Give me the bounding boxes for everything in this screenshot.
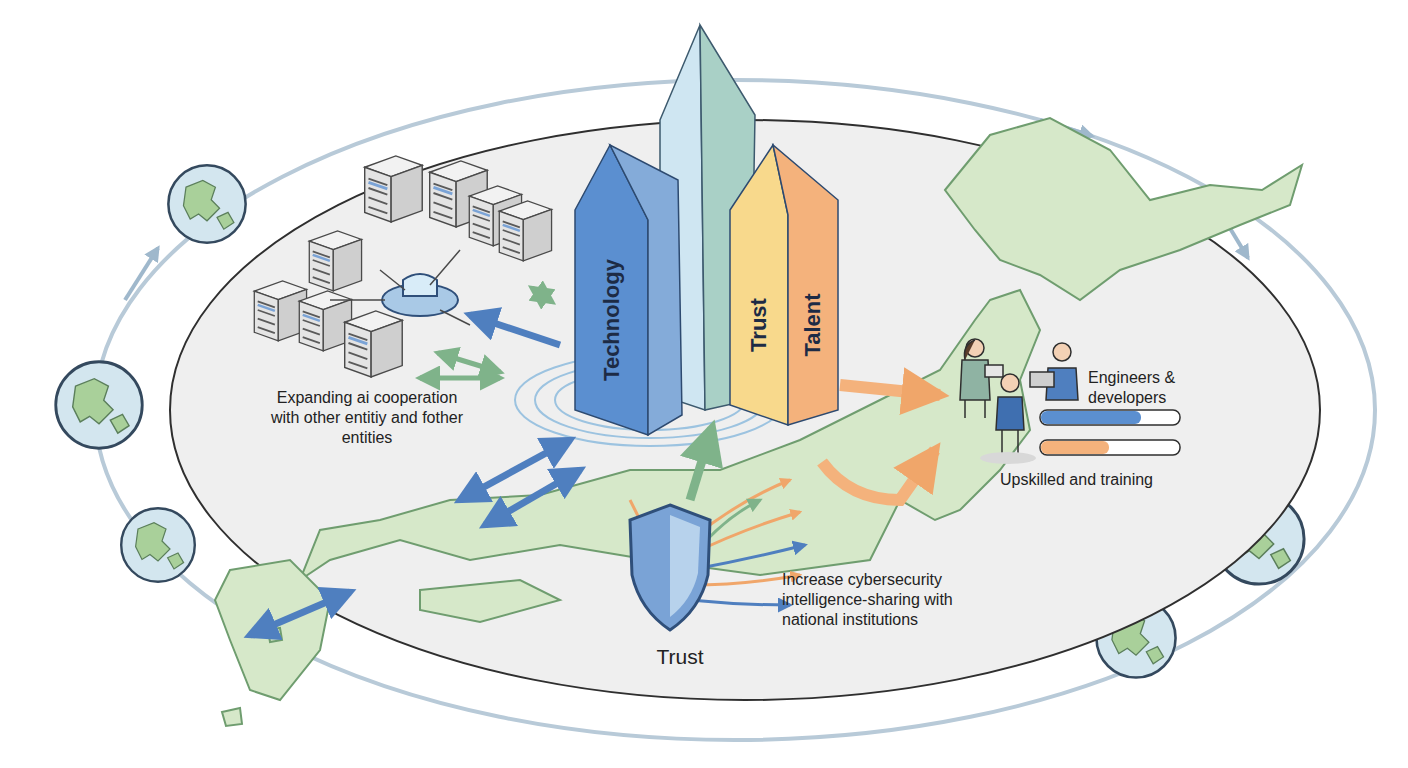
pillar-label: Technology [599, 259, 625, 381]
pillar-technology: Technology [570, 140, 685, 440]
people-label: Engineers & developers [1088, 368, 1203, 408]
cooperation-note: Expanding ai cooperation with other enti… [262, 388, 472, 448]
pillar-outline [570, 140, 685, 440]
pillar-label: Talent [800, 293, 826, 356]
cybersecurity-note: Increase cybersecurity intelligence-shar… [782, 570, 987, 630]
server-cluster [254, 156, 551, 377]
shield-icon [630, 480, 805, 630]
shield-label: Trust [640, 644, 720, 670]
japan-map [215, 118, 1302, 726]
pillar-outline [728, 140, 843, 430]
progress-bars [1040, 410, 1180, 455]
pillar-trust-talent: Trust Talent [728, 140, 843, 430]
pillar-label: Trust [746, 298, 772, 352]
progress-label: Upskilled and training [1000, 470, 1200, 490]
talent-arrows [822, 385, 940, 500]
